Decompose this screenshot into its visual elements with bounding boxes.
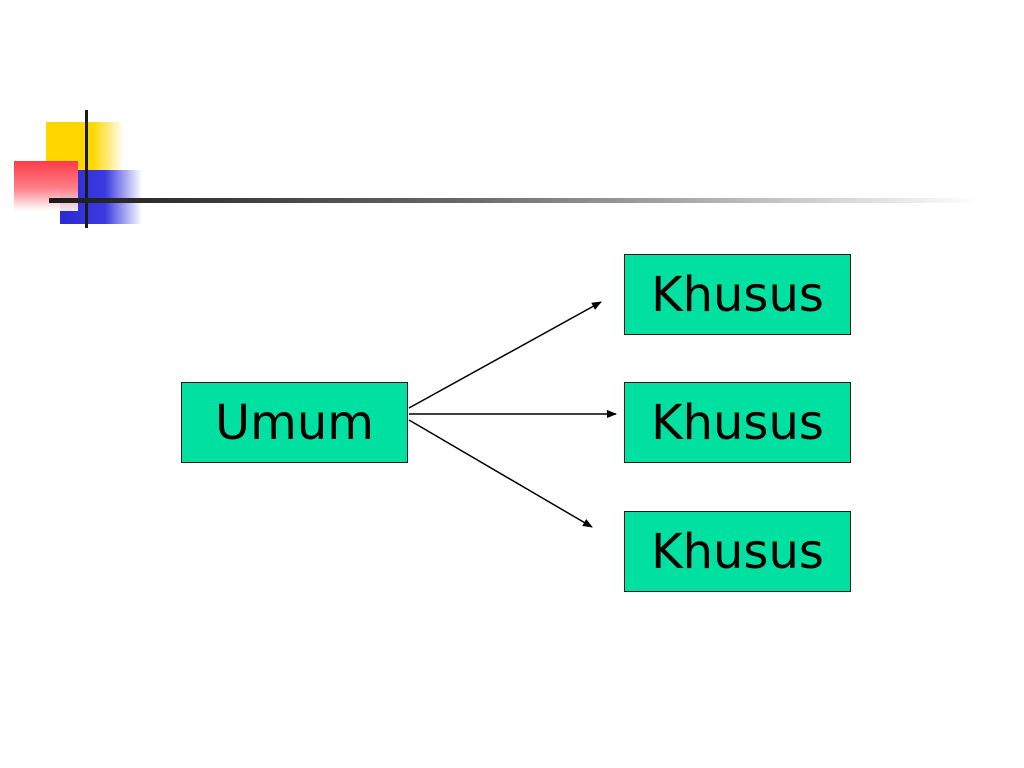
khusus-label-bottom: Khusus — [651, 523, 824, 580]
umum-label: Umum — [214, 394, 375, 451]
khusus-label-top: Khusus — [651, 266, 824, 323]
slide-header-decoration — [14, 110, 979, 228]
deco-horizontal-rule — [49, 198, 979, 203]
umum-box: Umum — [181, 382, 408, 463]
arrow-to-khusus-top — [408, 301, 602, 409]
deco-vertical-rule — [85, 110, 88, 228]
khusus-box-bottom: Khusus — [624, 511, 851, 592]
khusus-box-top: Khusus — [624, 254, 851, 335]
arrow-to-khusus-bottom — [408, 419, 593, 528]
khusus-label-middle: Khusus — [651, 394, 824, 451]
khusus-box-middle: Khusus — [624, 382, 851, 463]
